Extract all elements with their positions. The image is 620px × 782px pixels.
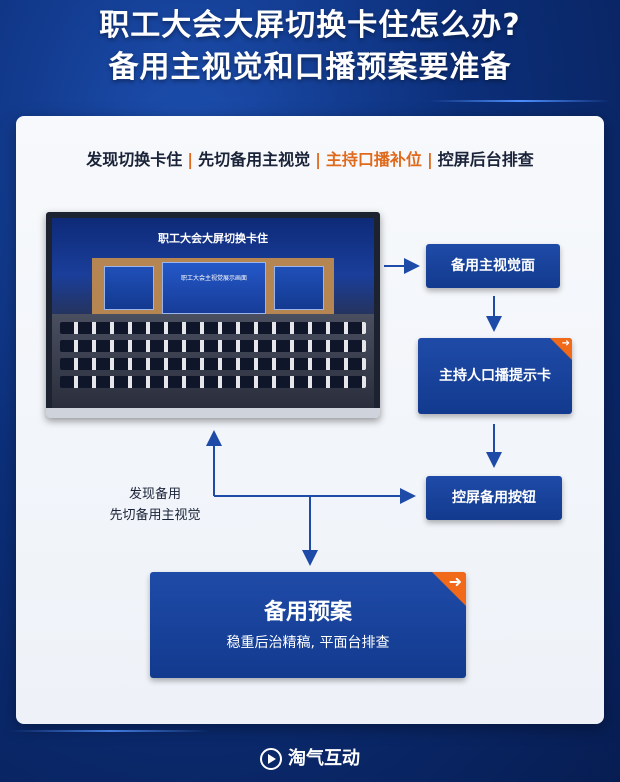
host-prompt-card-box: 主持人口播提示卡 ➜	[418, 338, 572, 414]
corner-tag	[432, 572, 466, 606]
arrow-right-icon: ➜	[448, 572, 462, 591]
seat-row	[60, 322, 366, 334]
step-separator: |	[315, 150, 321, 169]
page-title-line1: 职工大会大屏切换卡住怎么办?	[99, 8, 521, 43]
steps-bar: 发现切换卡住|先切备用主视觉|主持口播补位|控屏后台排查	[0, 146, 620, 170]
control-button-label: 控屏备用按钮	[452, 490, 536, 506]
stage-main-screen: 职工大会主视觉展示画面	[162, 262, 266, 314]
brand-logo: 淘气互动	[0, 744, 620, 770]
backup-plan-box: 备用预案 稳重后治精稿, 平面台排查 ➜	[150, 572, 466, 678]
step-switch: 先切备用主视觉	[198, 150, 311, 169]
seat-row	[60, 358, 366, 370]
stage-side-screen	[104, 266, 154, 310]
note-line1: 发现备用	[128, 487, 181, 502]
backup-visual-box: 备用主视觉面	[426, 244, 560, 288]
control-button-box: 控屏备用按钮	[426, 476, 562, 520]
plan-title: 备用预案	[263, 600, 352, 625]
screen-base	[46, 408, 380, 418]
page-title-line2: 备用主视觉和口播预案要准备	[108, 50, 512, 85]
detect-note: 发现备用 先切备用主视觉	[100, 484, 210, 526]
plan-subtitle: 稳重后治精稿, 平面台排查	[226, 635, 390, 651]
stage-side-screen	[274, 266, 324, 310]
step-separator: |	[426, 150, 433, 169]
backup-visual-label: 备用主视觉面	[451, 258, 535, 274]
corner-tag	[550, 338, 572, 360]
seat-row	[60, 376, 366, 388]
step-detect: 发现切换卡住	[86, 150, 183, 169]
decor-line	[10, 730, 210, 732]
brand-name: 淘气互动	[288, 748, 360, 769]
host-prompt-label: 主持人口播提示卡	[439, 368, 551, 384]
seat-row	[60, 340, 366, 352]
step-host: 主持口播补位	[325, 150, 422, 169]
audience	[52, 314, 374, 408]
stage-main-text: 职工大会主视觉展示画面	[180, 275, 247, 282]
note-line2: 先切备用主视觉	[109, 508, 201, 523]
step-separator: |	[187, 150, 194, 169]
decor-line	[430, 100, 610, 102]
big-screen-image: 职工大会大屏切换卡住 职工大会主视觉展示画面	[46, 212, 380, 418]
arrow-right-icon: ➜	[561, 338, 570, 349]
play-logo-icon	[260, 748, 282, 770]
screen-title: 职工大会大屏切换卡住	[158, 232, 268, 245]
step-check: 控屏后台排查	[437, 150, 534, 169]
